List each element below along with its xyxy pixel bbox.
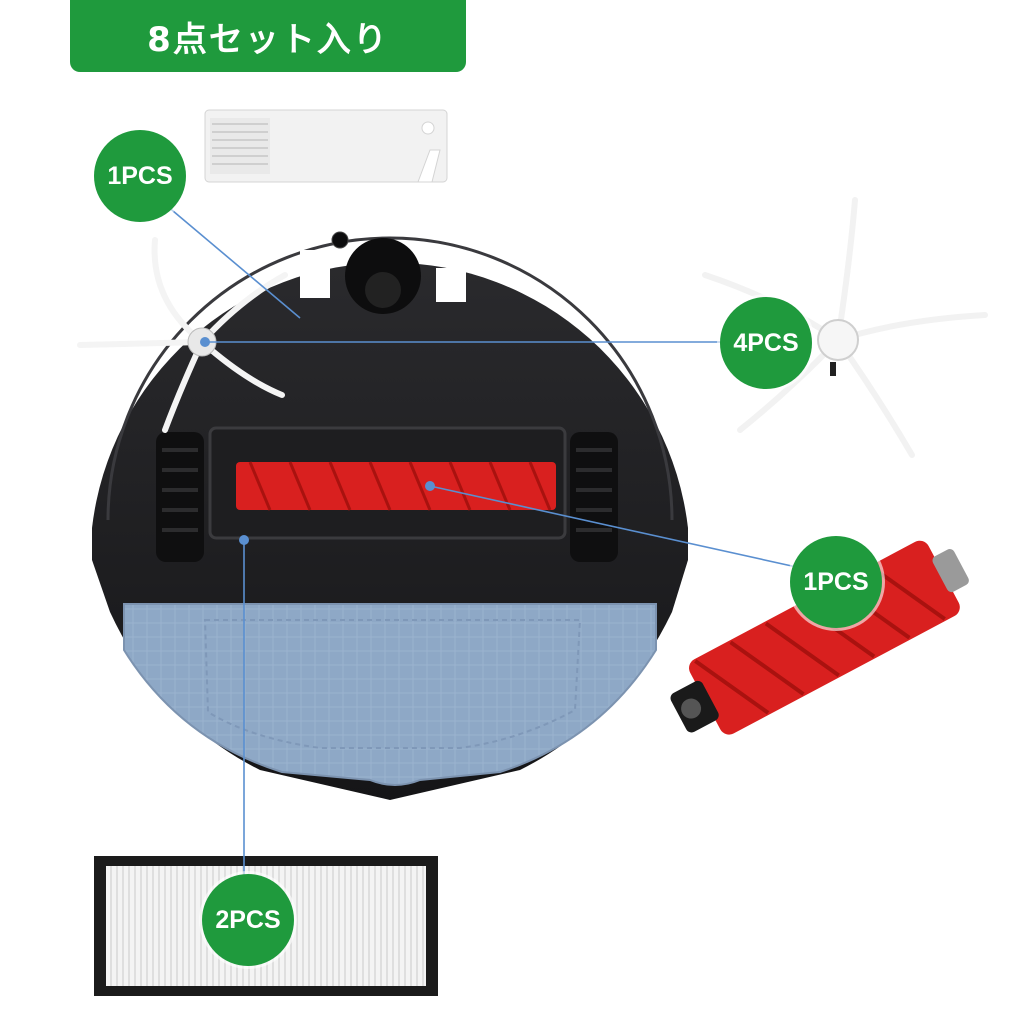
badge-main-brush-count: 1PCS: [790, 536, 882, 628]
leader-lines: [159, 199, 811, 880]
banner-title: 8点セット入り: [147, 19, 389, 60]
badge-filter-count: 2PCS: [202, 874, 294, 966]
badge-side-brush-count: 4PCS: [720, 297, 812, 389]
cleaning-tool: [204, 109, 448, 183]
robot-vacuum: [92, 231, 688, 801]
badge-cleaning-tool-count: 1PCS: [94, 130, 186, 222]
title-banner: 8点セット入り: [70, 0, 466, 72]
